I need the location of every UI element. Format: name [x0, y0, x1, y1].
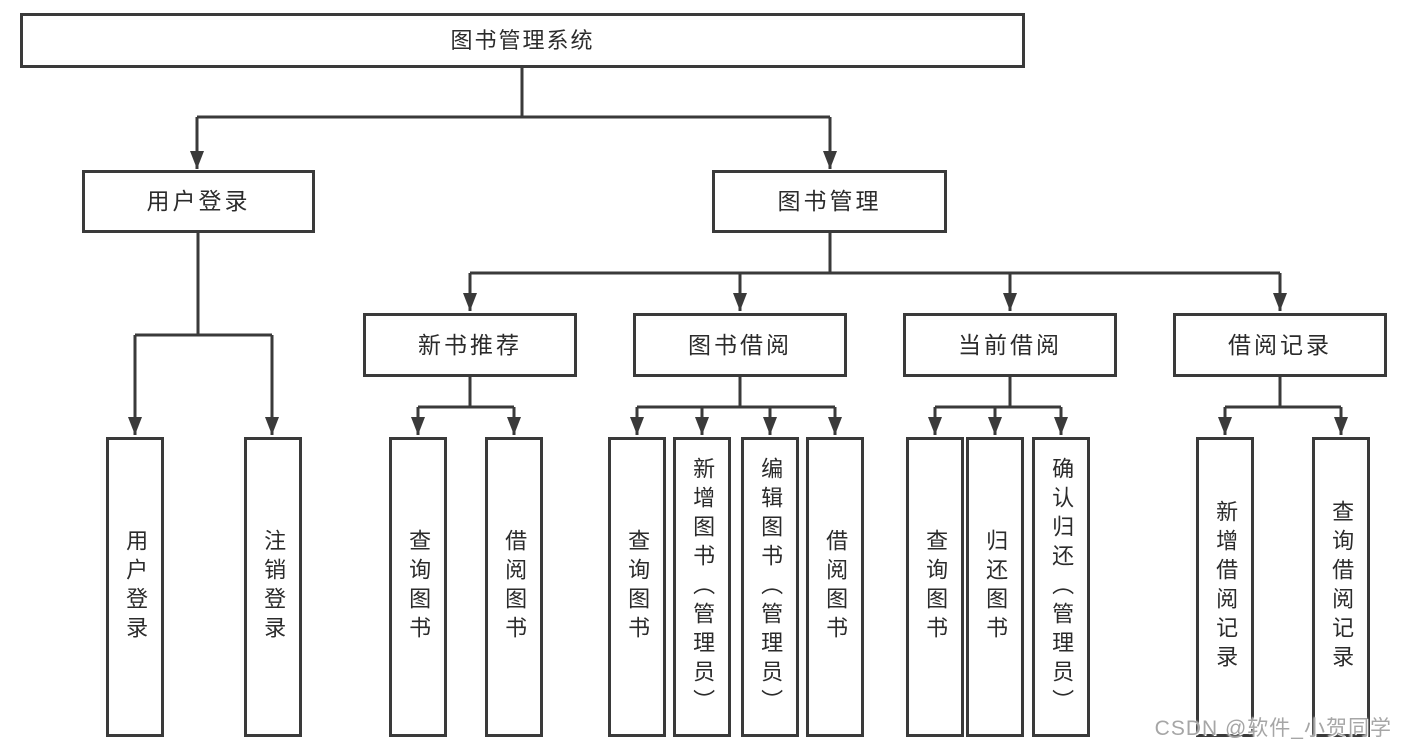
- node-user-login-label: 用户登录: [146, 188, 251, 214]
- leaf-user-login: 用户登录: [106, 437, 164, 737]
- leaf-borrow-books-borrowing-label: 借阅图书: [823, 529, 849, 645]
- csdn-watermark: CSDN @软件_小贺同学: [1154, 717, 1392, 740]
- node-book-management-label: 图书管理: [777, 188, 882, 214]
- leaf-user-login-label: 用户登录: [123, 529, 149, 645]
- leaf-query-books-recommend-label: 查询图书: [406, 529, 432, 645]
- node-current-borrowing: 当前借阅: [903, 313, 1117, 377]
- node-user-login: 用户登录: [82, 170, 315, 233]
- leaf-edit-book-admin-label: 编辑图书（管理员）: [758, 456, 784, 718]
- node-book-borrowing: 图书借阅: [633, 313, 847, 377]
- node-library-management-system-label: 图书管理系统: [450, 27, 595, 53]
- leaf-query-books-current-label: 查询图书: [923, 529, 949, 645]
- node-borrowing-records: 借阅记录: [1173, 313, 1387, 377]
- node-book-borrowing-label: 图书借阅: [688, 331, 792, 358]
- leaf-query-borrow-record: 查询借阅记录: [1312, 437, 1370, 737]
- leaf-edit-book-admin: 编辑图书（管理员）: [741, 437, 799, 737]
- leaf-logout: 注销登录: [244, 437, 302, 737]
- leaf-confirm-return-admin: 确认归还（管理员）: [1032, 437, 1090, 737]
- node-book-management: 图书管理: [712, 170, 947, 233]
- leaf-borrow-books-recommend: 借阅图书: [485, 437, 543, 737]
- leaf-query-books-current: 查询图书: [906, 437, 964, 737]
- leaf-query-books-borrowing-label: 查询图书: [625, 529, 651, 645]
- leaf-return-book-label: 归还图书: [983, 529, 1009, 645]
- node-new-book-recommend: 新书推荐: [363, 313, 577, 377]
- node-current-borrowing-label: 当前借阅: [958, 331, 1062, 358]
- node-library-management-system: 图书管理系统: [20, 13, 1025, 68]
- connector-trunks: [135, 68, 1341, 409]
- leaf-borrow-books-borrowing: 借阅图书: [806, 437, 864, 737]
- leaf-add-book-admin: 新增图书（管理员）: [673, 437, 731, 737]
- leaf-return-book: 归还图书: [966, 437, 1024, 737]
- leaf-add-book-admin-label: 新增图书（管理员）: [690, 456, 716, 718]
- node-new-book-recommend-label: 新书推荐: [418, 331, 522, 358]
- leaf-logout-label: 注销登录: [261, 529, 287, 645]
- node-borrowing-records-label: 借阅记录: [1228, 331, 1332, 358]
- leaf-add-borrow-record-label: 新增借阅记录: [1213, 500, 1239, 674]
- leaf-borrow-books-recommend-label: 借阅图书: [502, 529, 528, 645]
- leaf-query-books-recommend: 查询图书: [389, 437, 447, 737]
- leaf-query-books-borrowing: 查询图书: [608, 437, 666, 737]
- leaf-confirm-return-admin-label: 确认归还（管理员）: [1049, 456, 1075, 718]
- leaf-add-borrow-record: 新增借阅记录: [1196, 437, 1254, 737]
- leaf-query-borrow-record-label: 查询借阅记录: [1329, 500, 1355, 674]
